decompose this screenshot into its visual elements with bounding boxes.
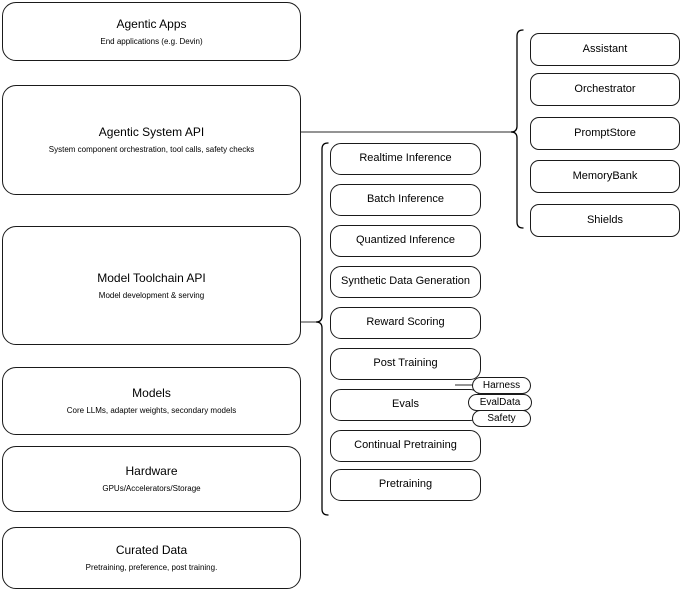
layer-title: Agentic Apps: [116, 16, 187, 31]
layer-hardware[interactable]: Hardware GPUs/Accelerators/Storage: [2, 446, 301, 512]
service-quantized-inference[interactable]: Quantized Inference: [330, 225, 481, 257]
service-evals[interactable]: Evals: [330, 389, 481, 421]
service-title: Continual Pretraining: [354, 439, 457, 452]
service-pretraining[interactable]: Pretraining: [330, 469, 481, 501]
service-synthetic-data-generation[interactable]: Synthetic Data Generation: [330, 266, 481, 298]
component-orchestrator[interactable]: Orchestrator: [530, 73, 680, 106]
eval-pill-evaldata[interactable]: EvalData: [468, 394, 532, 411]
layer-title: Curated Data: [115, 543, 188, 557]
service-title: Synthetic Data Generation: [340, 275, 471, 288]
component-title: Orchestrator: [574, 82, 636, 95]
component-promptstore[interactable]: PromptStore: [530, 117, 680, 150]
service-title: Evals: [392, 398, 419, 411]
layer-model-toolchain-api[interactable]: Model Toolchain API Model development & …: [2, 226, 301, 345]
layer-subtitle: Pretraining, preference, post training.: [85, 563, 218, 572]
service-realtime-inference[interactable]: Realtime Inference: [330, 143, 481, 175]
service-batch-inference[interactable]: Batch Inference: [330, 184, 481, 216]
component-memorybank[interactable]: MemoryBank: [530, 160, 680, 193]
layer-subtitle: Core LLMs, adapter weights, secondary mo…: [66, 406, 237, 415]
layer-title: Hardware: [125, 464, 178, 478]
component-title: Assistant: [582, 42, 628, 55]
service-title: Batch Inference: [366, 193, 445, 206]
service-post-training[interactable]: Post Training: [330, 348, 481, 380]
layer-title: Models: [132, 386, 171, 400]
layer-curated-data[interactable]: Curated Data Pretraining, preference, po…: [2, 527, 301, 589]
component-assistant[interactable]: Assistant: [530, 33, 680, 66]
service-title: Realtime Inference: [359, 152, 452, 165]
component-title: Shields: [586, 213, 624, 226]
component-title: PromptStore: [574, 126, 636, 139]
eval-pill-safety[interactable]: Safety: [472, 410, 531, 427]
eval-pill-harness[interactable]: Harness: [472, 377, 531, 394]
component-shields[interactable]: Shields: [530, 204, 680, 237]
layer-agentic-system-api[interactable]: Agentic System API System component orch…: [2, 85, 301, 195]
layer-agentic-apps[interactable]: Agentic Apps End applications (e.g. Devi…: [2, 2, 301, 61]
component-title: MemoryBank: [572, 169, 638, 182]
layer-subtitle: System component orchestration, tool cal…: [48, 145, 255, 154]
layer-subtitle: End applications (e.g. Devin): [100, 36, 203, 46]
layer-models[interactable]: Models Core LLMs, adapter weights, secon…: [2, 367, 301, 435]
layer-subtitle: Model development & serving: [98, 290, 205, 300]
service-title: Pretraining: [378, 478, 433, 491]
layer-title: Model Toolchain API: [97, 270, 206, 285]
service-title: Quantized Inference: [355, 234, 456, 247]
service-reward-scoring[interactable]: Reward Scoring: [330, 307, 481, 339]
layer-title: Agentic System API: [98, 125, 205, 139]
service-title: Reward Scoring: [366, 316, 445, 329]
layer-subtitle: GPUs/Accelerators/Storage: [102, 484, 201, 493]
service-title: Post Training: [373, 357, 438, 370]
service-continual-pretraining[interactable]: Continual Pretraining: [330, 430, 481, 462]
